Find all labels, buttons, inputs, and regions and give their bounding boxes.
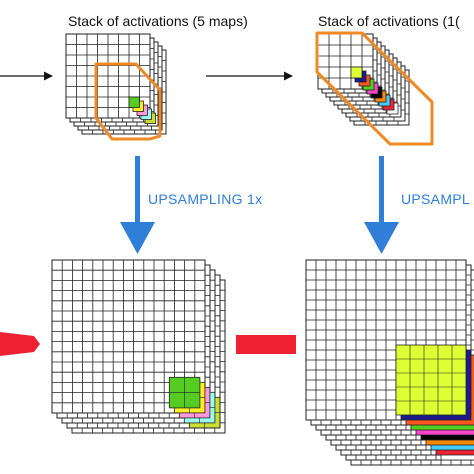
big-stack-5-maps xyxy=(51,259,226,434)
small-stack-10-maps xyxy=(315,31,434,146)
title-left: Stack of activations (5 maps) xyxy=(68,13,248,29)
upsampling-arrow-right xyxy=(364,156,399,254)
small-left-layer-1 xyxy=(65,33,151,119)
red-bar-left xyxy=(0,332,40,356)
big-right-active-block-1 xyxy=(395,344,467,416)
upsampling-label-left: UPSAMPLING 1x xyxy=(148,191,263,207)
upsampling-label-right: UPSAMPL xyxy=(401,191,471,207)
upsampling-arrow-left xyxy=(120,156,155,254)
small-stack-5-maps xyxy=(65,33,167,141)
small-right-active-cell-1 xyxy=(350,66,363,79)
small-right-highlight-outline xyxy=(315,31,434,146)
big-left-active-block-1 xyxy=(168,376,201,409)
red-bar-middle xyxy=(236,335,296,354)
title-right: Stack of activations (1( xyxy=(318,13,460,29)
small-left-active-cell-1 xyxy=(128,96,140,108)
small-left-highlight-outline xyxy=(94,62,162,141)
big-stack-10-maps xyxy=(305,259,474,466)
